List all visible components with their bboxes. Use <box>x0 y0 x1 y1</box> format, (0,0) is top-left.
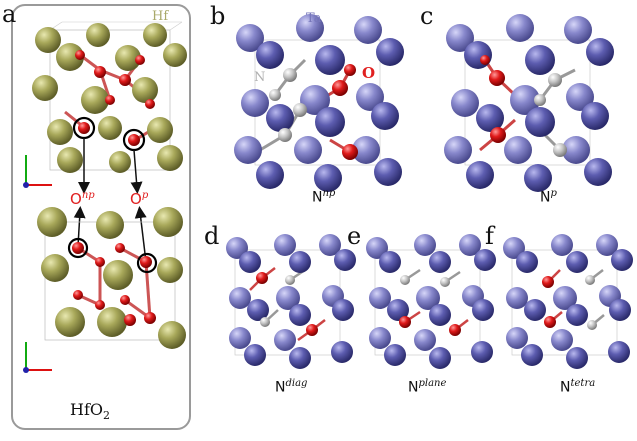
caption-n-plane: Nplane <box>408 378 447 396</box>
panel-label-d: d <box>204 222 220 250</box>
caption-n-tetra: Ntetra <box>560 378 596 396</box>
element-label-o: O <box>362 64 376 82</box>
element-label-ta: Ta <box>306 11 322 26</box>
axis-indicator-bottom <box>23 342 52 373</box>
caption-n-diag: Ndiag <box>275 378 308 396</box>
caption-n-p: Np <box>540 188 557 206</box>
panel-label-b: b <box>210 2 226 30</box>
structure-n-p <box>444 14 614 192</box>
caption-n-np: Nnp <box>312 188 336 206</box>
hfo2-top-structure <box>32 21 187 173</box>
label-o-p: Op <box>130 190 149 208</box>
structure-n-tetra <box>503 234 633 369</box>
structure-n-plane <box>366 234 496 369</box>
caption-hfo2: HfO2 <box>70 400 110 423</box>
hfo2-bottom-structure <box>37 207 186 349</box>
element-label-hf: Hf <box>152 9 169 24</box>
panel-label-e: e <box>347 222 362 250</box>
panel-label-f: f <box>485 222 494 250</box>
label-o-np: Onp <box>70 190 95 208</box>
panel-a-frame <box>11 4 191 430</box>
structure-n-np <box>234 14 404 192</box>
arrow-o-np-up <box>73 206 86 247</box>
element-label-n: N <box>254 70 266 85</box>
panel-label-c: c <box>420 2 434 30</box>
axis-indicator-top <box>23 155 52 188</box>
panel-label-a: a <box>2 0 17 28</box>
arrow-o-p-down <box>130 149 143 194</box>
structure-n-diag <box>226 234 356 369</box>
